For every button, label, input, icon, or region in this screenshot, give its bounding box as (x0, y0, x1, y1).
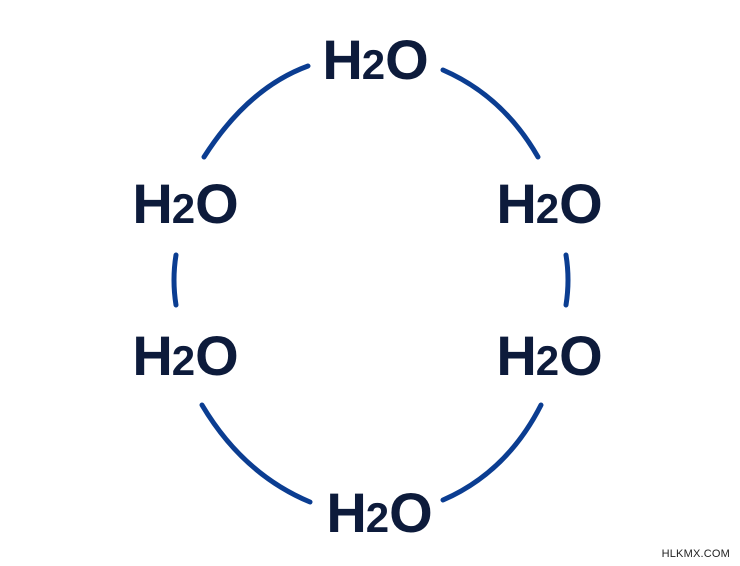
water-molecule-top: H2O (322, 32, 428, 88)
hydrogen-symbol: H (132, 324, 172, 387)
oxygen-symbol: O (385, 28, 429, 91)
oxygen-symbol: O (559, 172, 603, 235)
oxygen-symbol: O (559, 324, 603, 387)
bond-arc-left (171, 252, 179, 308)
water-molecule-lower-left: H2O (132, 328, 238, 384)
water-molecule-bottom: H2O (326, 485, 432, 541)
hydrogen-symbol: H (496, 324, 536, 387)
oxygen-symbol: O (195, 172, 239, 235)
subscript-two: 2 (535, 337, 560, 384)
subscript-two: 2 (365, 494, 390, 541)
bond-arc-bottom-left (199, 402, 313, 505)
oxygen-symbol: O (389, 481, 433, 544)
hydrogen-symbol: H (322, 28, 362, 91)
bond-arc-right (563, 252, 571, 308)
subscript-two: 2 (171, 337, 196, 384)
hydrogen-symbol: H (496, 172, 536, 235)
subscript-two: 2 (361, 41, 386, 88)
bond-arc-bottom-right (440, 402, 544, 503)
hydrogen-symbol: H (326, 481, 366, 544)
oxygen-symbol: O (195, 324, 239, 387)
watermark-text: HLKMX.COM (661, 548, 730, 560)
bond-arc-top-left (201, 63, 311, 160)
water-molecule-upper-right: H2O (496, 176, 602, 232)
water-molecule-upper-left: H2O (132, 176, 238, 232)
water-molecule-lower-right: H2O (496, 328, 602, 384)
subscript-two: 2 (535, 185, 560, 232)
subscript-two: 2 (171, 185, 196, 232)
hydrogen-symbol: H (132, 172, 172, 235)
bond-arc-top-right (440, 67, 541, 160)
